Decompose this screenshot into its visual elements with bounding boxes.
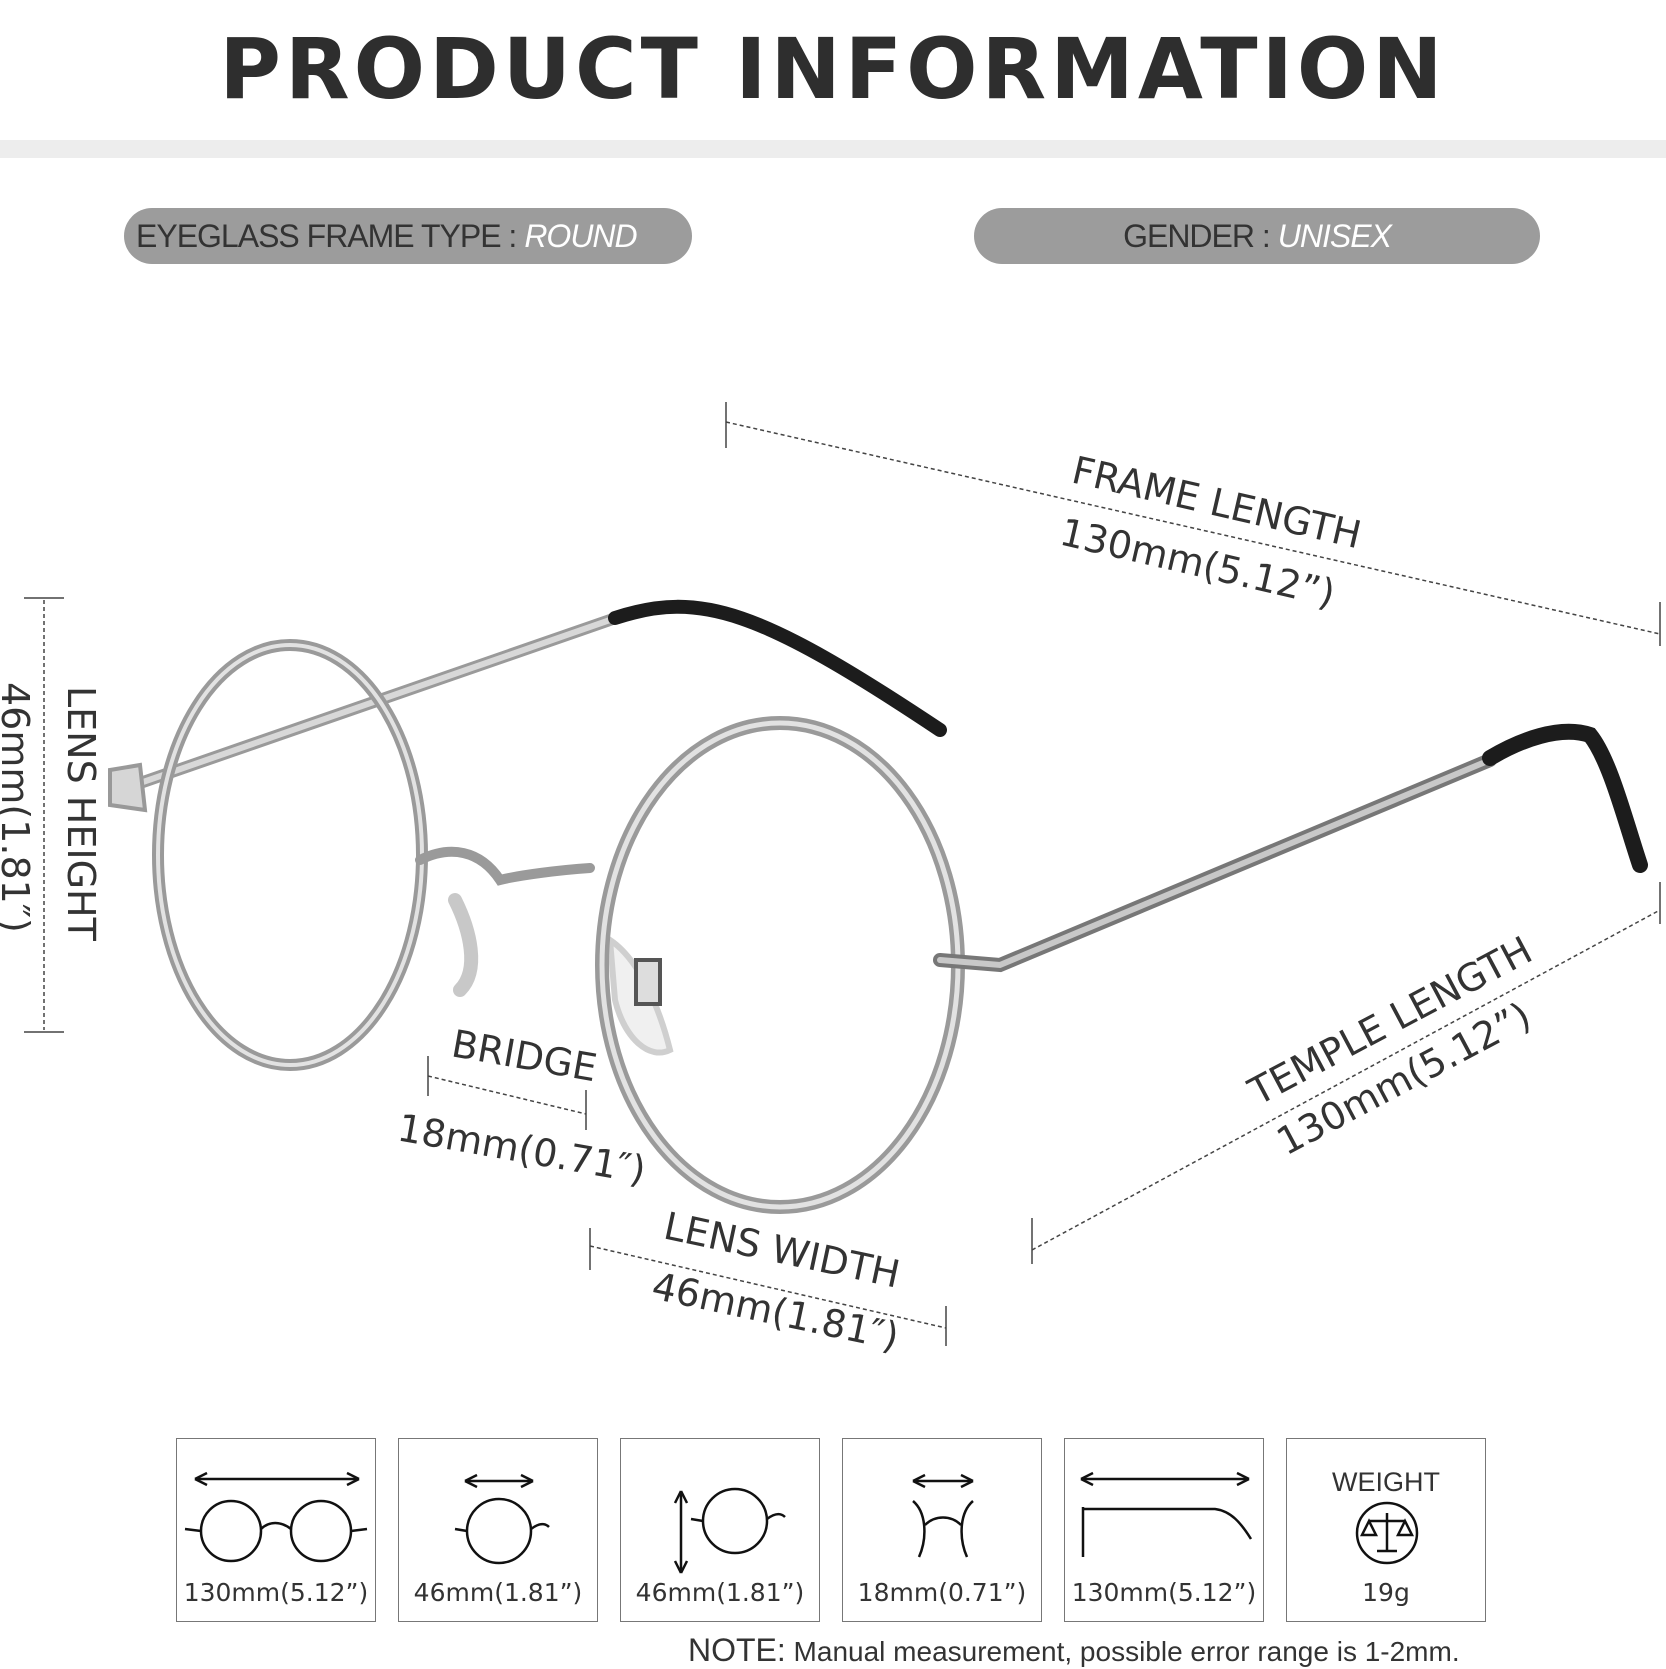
frame-length-icon (184, 1471, 368, 1563)
bridge-icon (912, 1473, 974, 1558)
spec-box-weight: WEIGHT 19g (1286, 1438, 1486, 1622)
lens-height-value: 46mm(1.81″) (0, 682, 37, 933)
bridge-label: BRIDGE (448, 1022, 600, 1091)
spec-box-bridge: 18mm(0.71”) (842, 1438, 1042, 1622)
dimension-lines (43, 421, 1661, 1329)
title-divider (0, 140, 1666, 158)
frame-type-label: EYEGLASS FRAME TYPE : (136, 217, 517, 254)
scale-icon (1355, 1501, 1419, 1565)
frame-type-value: ROUND (524, 217, 637, 254)
weight-label: WEIGHT (1332, 1467, 1440, 1497)
spec-box-lens-height: 46mm(1.81”) (620, 1438, 820, 1622)
glasses-icon (108, 599, 1648, 1214)
spec-value: 130mm(5.12”) (183, 1578, 369, 1607)
gender-badge: GENDER : UNISEX (974, 208, 1540, 264)
spec-box-temple-length: 130mm(5.12”) (1064, 1438, 1264, 1622)
spec-value: 18mm(0.71”) (857, 1578, 1027, 1607)
lens-width-icon (454, 1473, 550, 1565)
frame-type-badge: EYEGLASS FRAME TYPE : ROUND (124, 208, 692, 264)
bridge-value: 18mm(0.71″) (394, 1106, 649, 1193)
temple-length-icon (1080, 1471, 1253, 1557)
note-lead: NOTE: (688, 1632, 786, 1668)
gender-value: UNISEX (1277, 217, 1392, 254)
note-text: Manual measurement, possible error range… (785, 1636, 1460, 1667)
page-title: PRODUCT INFORMATION (219, 20, 1447, 118)
lens-height-icon (673, 1487, 786, 1574)
weight-value: 19g (1362, 1578, 1410, 1607)
spec-value: 130mm(5.12”) (1071, 1578, 1257, 1607)
gender-label: GENDER : (1123, 217, 1271, 254)
measurement-note: NOTE: Manual measurement, possible error… (688, 1632, 1460, 1669)
spec-value: 46mm(1.81”) (413, 1578, 583, 1607)
spec-box-lens-width: 46mm(1.81”) (398, 1438, 598, 1622)
spec-box-frame-length: 130mm(5.12”) (176, 1438, 376, 1622)
spec-value: 46mm(1.81”) (635, 1578, 805, 1607)
lens-height-label: LENS HEIGHT (59, 686, 103, 942)
